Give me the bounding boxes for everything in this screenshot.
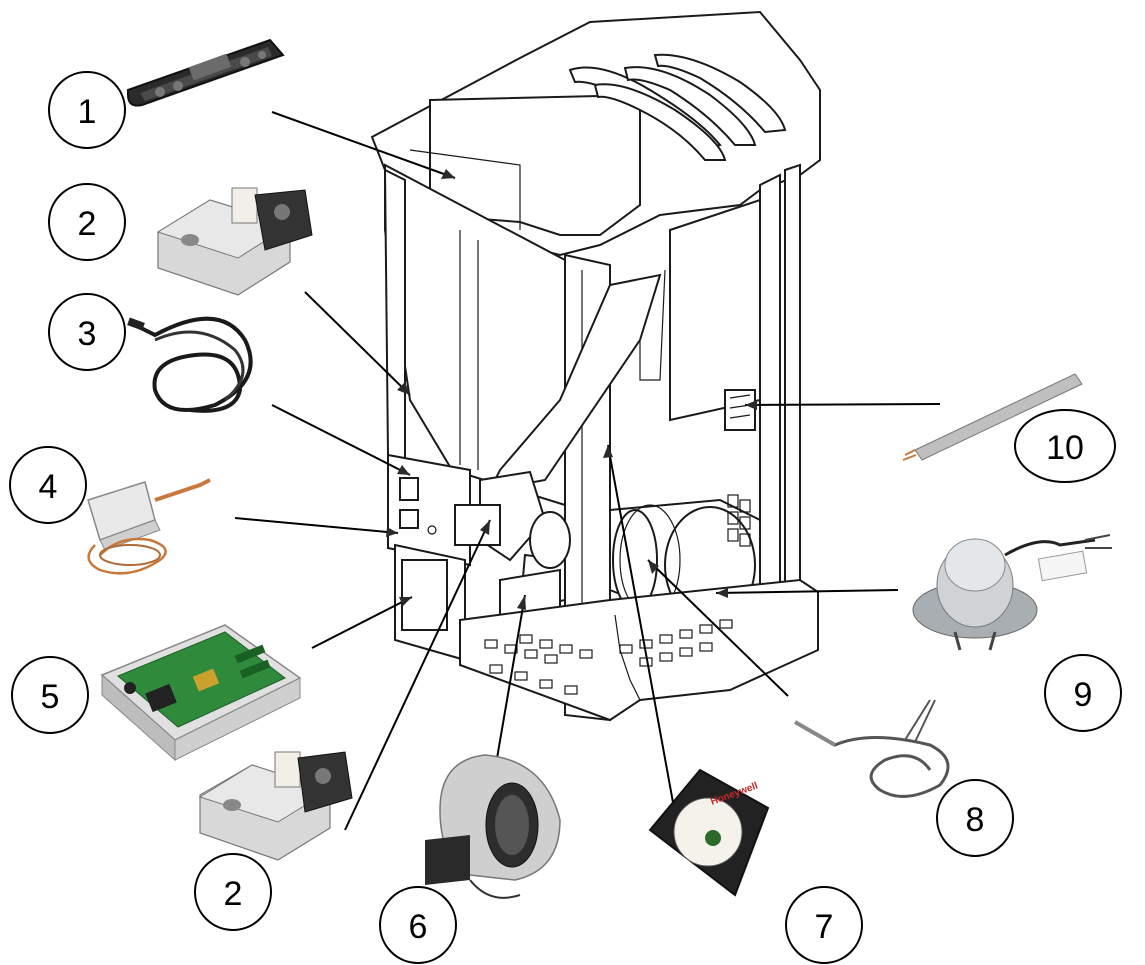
leader-2b [344,519,491,831]
gear-motor-icon-bottom [198,751,353,861]
callout-8-label: 8 [966,801,985,839]
thermostat-icon [87,478,211,575]
callout-2b-label: 2 [224,875,243,913]
heater-cartridge-icon [902,373,1083,461]
circuit-board-icon [100,624,302,762]
cable-probe-icon [127,316,253,413]
pellet-stove-illustration [370,10,821,722]
callout-3-label: 3 [78,315,97,353]
leader-9 [715,589,899,594]
temperature-probe-icon [794,699,950,798]
control-panel-icon [127,38,285,107]
leader-3 [271,404,411,476]
callout-3: 3 [48,293,126,371]
pressure-switch-icon: Honeywell [648,768,770,897]
blower-fan-icon [425,754,561,899]
gear-motor-icon-top [156,187,313,296]
leader-10 [744,403,941,406]
callout-8: 8 [936,779,1014,857]
callout-4-label: 4 [39,468,58,506]
callout-10: 10 [1014,409,1116,483]
callout-6: 6 [379,886,457,964]
leader-8 [647,559,789,697]
callout-1-label: 1 [78,93,97,131]
callout-2a-label: 2 [78,205,97,243]
callout-6-label: 6 [409,908,428,946]
leader-4 [234,517,399,534]
leader-1 [271,111,456,179]
callout-2a: 2 [48,183,126,261]
leader-5 [311,596,413,649]
callout-7: 7 [785,886,863,964]
callout-9: 9 [1044,654,1122,732]
leader-2a [304,291,411,396]
callout-4: 4 [9,446,87,524]
callout-7-label: 7 [815,908,834,946]
callout-5: 5 [11,656,89,734]
callout-9-label: 9 [1074,676,1093,714]
leader-lines [234,111,941,831]
callout-10-label: 10 [1046,429,1084,467]
callout-5-label: 5 [41,678,60,716]
smoke-extractor-icon [912,534,1112,651]
leader-6 [494,594,526,771]
callout-2b: 2 [194,853,272,931]
callout-1: 1 [48,71,126,149]
leader-7 [607,444,679,831]
